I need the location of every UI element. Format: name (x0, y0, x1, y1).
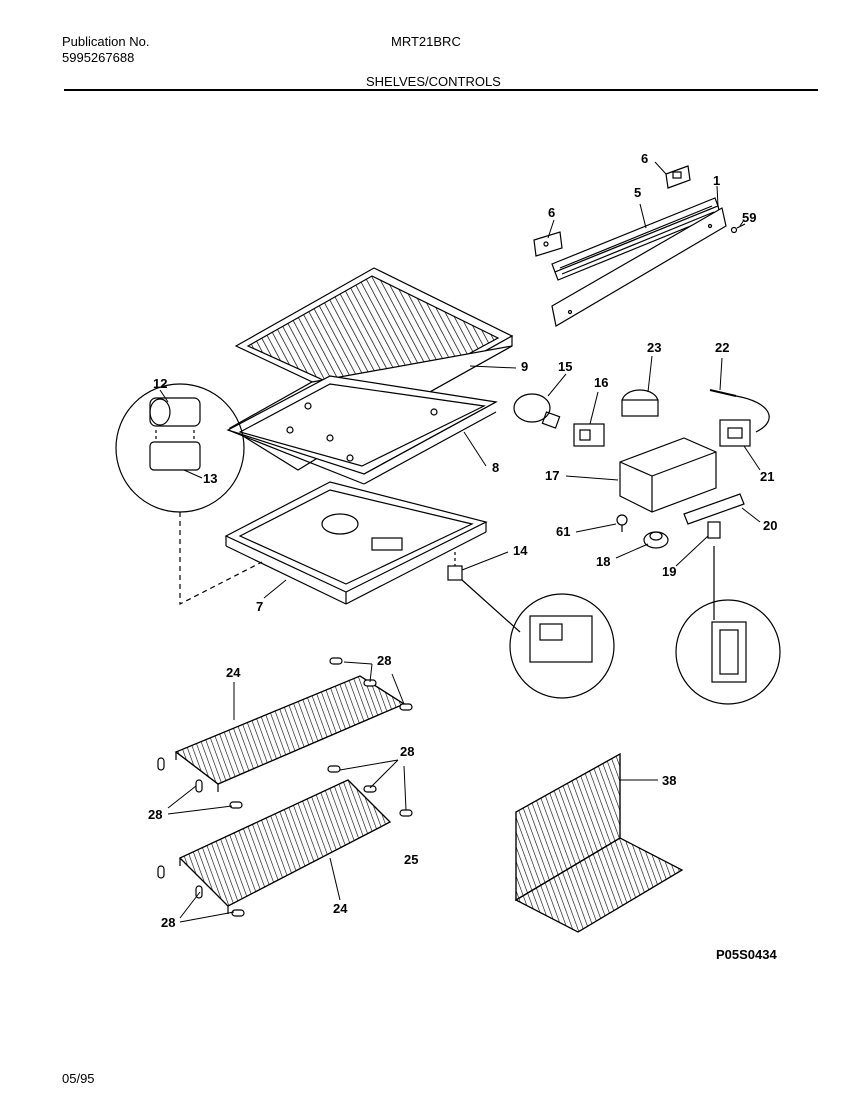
part-59-screw (730, 223, 746, 234)
part-15-bulb (513, 393, 561, 429)
part-61-screw (616, 514, 628, 532)
part-19-switch (707, 521, 721, 620)
callout-20: 20 (763, 518, 778, 533)
callout-7: 7 (256, 599, 264, 614)
part-1-plate (551, 207, 727, 327)
inset-circle-middle (509, 593, 615, 699)
part-20-plate (683, 493, 745, 525)
callout-28-lower-left: 28 (161, 915, 176, 930)
part-24-wire-shelf-upper (174, 675, 406, 792)
callout-25: 25 (404, 852, 419, 867)
callout-38: 38 (662, 773, 677, 788)
callout-24-upper: 24 (226, 665, 241, 680)
leader-lines (159, 161, 761, 923)
callout-28-upper-right: 28 (377, 653, 392, 668)
part-14-switch (447, 552, 521, 633)
section-title: SHELVES/CONTROLS (366, 74, 501, 89)
callout-6-top: 6 (641, 151, 649, 166)
callout-28-middle-right: 28 (400, 744, 415, 759)
part-18-knob (643, 531, 669, 549)
part-17-control-housing (619, 437, 717, 513)
publication-date: 05/95 (62, 1071, 95, 1086)
callout-13: 13 (203, 471, 218, 486)
part-21-thermostat (719, 419, 751, 447)
callout-8: 8 (492, 460, 500, 475)
callout-5: 5 (634, 185, 642, 200)
header-rule (64, 89, 818, 91)
part-23-timer (621, 389, 659, 417)
callout-22: 22 (715, 340, 730, 355)
inset-circle-left (115, 383, 263, 605)
part-7-tray (224, 481, 488, 605)
model-number: MRT21BRC (391, 34, 461, 49)
callout-1: 1 (713, 173, 721, 188)
callout-21: 21 (760, 469, 775, 484)
callout-6-left: 6 (548, 205, 556, 220)
callout-19: 19 (662, 564, 677, 579)
callout-14: 14 (513, 543, 528, 558)
callout-28-middle-left: 28 (148, 807, 163, 822)
publication-number: 5995267688 (62, 50, 135, 65)
part-22-probe (709, 389, 770, 433)
callout-16: 16 (594, 375, 609, 390)
drawing-code: P05S0434 (716, 947, 777, 962)
callout-59: 59 (742, 210, 757, 225)
part-5-rail (551, 197, 721, 281)
part-6-bracket-left (533, 231, 563, 257)
part-8-shelf-frame (226, 375, 498, 485)
part-24-wire-shelf-lower (178, 779, 392, 914)
callout-9: 9 (521, 359, 529, 374)
callout-17: 17 (545, 468, 560, 483)
callout-15: 15 (558, 359, 573, 374)
callout-18: 18 (596, 554, 611, 569)
part-16-socket (573, 423, 605, 447)
part-38-basket (514, 752, 684, 933)
callout-61: 61 (556, 524, 571, 539)
inset-circle-right (675, 599, 781, 705)
callout-24-lower: 24 (333, 901, 348, 916)
callout-12: 12 (153, 376, 168, 391)
publication-label: Publication No. (62, 34, 150, 49)
part-6-bracket-top (665, 165, 691, 189)
callout-23: 23 (647, 340, 662, 355)
